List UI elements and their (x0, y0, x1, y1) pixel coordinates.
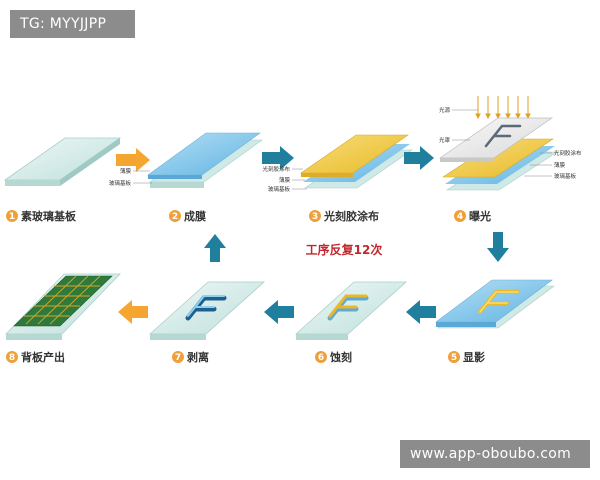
step-label-4: 4 曝光 (454, 209, 491, 223)
step-number-1: 1 (9, 212, 15, 222)
step-6-illustration (294, 281, 408, 340)
step-label-5: 5 显影 (448, 350, 485, 364)
step-number-badge (6, 351, 18, 363)
step-7-illustration (148, 281, 266, 340)
step-number-3: 3 (312, 212, 318, 222)
step-number-8: 8 (9, 353, 15, 363)
step4-glass-label: 玻璃基板 (554, 172, 577, 180)
watermark-url: www.app-oboubo.com (400, 440, 590, 468)
step2-layer-glass-label: 玻璃基板 (109, 179, 132, 187)
step-number-badge (315, 351, 327, 363)
step3-layer-glass-label: 玻璃基板 (268, 185, 291, 193)
step-number-2: 2 (172, 212, 178, 222)
step-5-illustration (435, 279, 555, 329)
arrow-step7-to-step2 (204, 234, 226, 262)
step-name-3: 光刻胶涂布 (323, 209, 379, 223)
step-number-6: 6 (318, 353, 324, 363)
arrow-step2-to-step3 (262, 146, 294, 170)
repeat-note: 工序反复12次 (306, 242, 383, 257)
backplane-grid (24, 275, 101, 325)
step-name-1: 素玻璃基板 (21, 209, 77, 223)
step3-layer-resist-label: 光刻胶涂布 (262, 165, 290, 173)
step-number-4: 4 (457, 212, 463, 222)
step-name-6: 蚀刻 (329, 350, 352, 364)
arrow-step5-to-step6 (406, 300, 436, 324)
step-1-illustration (3, 137, 122, 186)
step-3-illustration: 光刻胶涂布 薄膜 玻璃基板 (262, 134, 413, 193)
step-label-7: 7 剥离 (172, 350, 209, 364)
step-number-badge (6, 210, 18, 222)
arrow-step4-to-step5 (487, 232, 509, 262)
arrow-step6-to-step7 (264, 300, 294, 324)
light-ray-icon (475, 96, 531, 120)
step-number-badge (448, 351, 460, 363)
watermark-tag: TG: MYYJJPP (10, 10, 135, 38)
step-label-8: 8 背板产出 (6, 350, 65, 364)
step4-mask-label: 光罩 (439, 136, 451, 144)
arrow-step1-to-step2 (116, 148, 150, 172)
step-number-5: 5 (451, 353, 457, 363)
watermark-url-text: www.app-oboubo.com (410, 446, 572, 462)
step-2-illustration: 薄膜 玻璃基板 (109, 132, 263, 188)
step-name-8: 背板产出 (21, 350, 65, 364)
step-number-badge (172, 351, 184, 363)
step-number-badge (309, 210, 321, 222)
watermark-tag-text: TG: MYYJJPP (20, 16, 107, 32)
step2-layer-film-label: 薄膜 (120, 167, 132, 175)
step-number-7: 7 (175, 353, 181, 363)
arrow-step7-to-step8 (118, 300, 148, 324)
step4-resist-label: 光刻胶涂布 (554, 149, 582, 157)
step-name-2: 成膜 (184, 209, 206, 223)
step-label-3: 3 光刻胶涂布 (309, 209, 379, 223)
step4-light-source-label: 光源 (439, 106, 451, 114)
step-name-4: 曝光 (469, 209, 491, 223)
step4-film-label: 薄膜 (554, 161, 566, 169)
step-label-1: 1 素玻璃基板 (6, 209, 77, 223)
step-name-7: 剥离 (187, 350, 209, 364)
step-8-illustration (5, 273, 121, 340)
step3-layer-film-label: 薄膜 (279, 176, 291, 184)
step-number-badge (454, 210, 466, 222)
step-label-2: 2 成膜 (169, 209, 206, 223)
step-name-5: 显影 (463, 350, 485, 364)
step-number-badge (169, 210, 181, 222)
step-label-6: 6 蚀刻 (315, 350, 352, 364)
step-4-illustration: 光源 光罩 光刻胶涂布 薄膜 玻璃基板 (438, 96, 582, 191)
arrow-step3-to-step4 (404, 146, 434, 170)
